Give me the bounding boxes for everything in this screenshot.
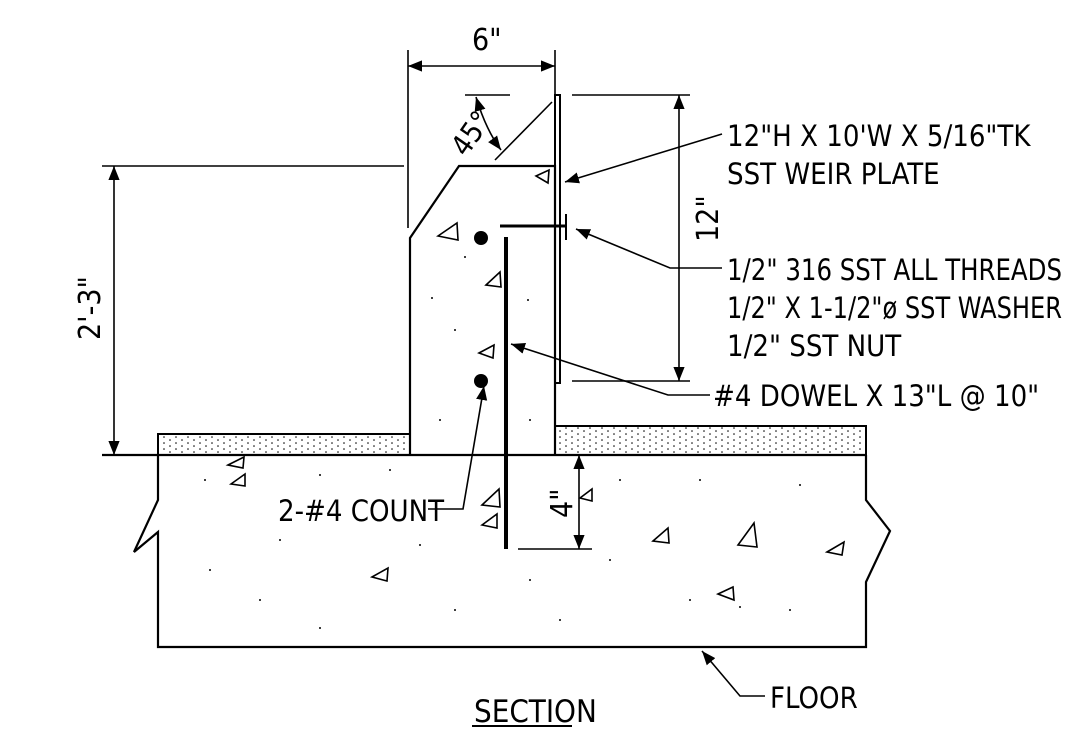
- concrete-wall: [408, 164, 557, 455]
- label-embed-depth: 4": [545, 488, 580, 518]
- callout-weir-plate-2: SST WEIR PLATE: [727, 157, 940, 191]
- section-title: SECTION: [474, 694, 597, 730]
- dimension-width-top: [407, 50, 556, 228]
- label-wall-height: 2'-3": [73, 276, 108, 340]
- label-chamfer-angle: 45°: [444, 105, 498, 162]
- callout-count: 2-#4 COUNT: [278, 494, 445, 528]
- all-thread-rod: [500, 214, 567, 240]
- callout-threads-1: 1/2" 316 SST ALL THREADS: [727, 253, 1062, 287]
- callout-dowel: #4 DOWEL X 13"L @ 10": [713, 379, 1039, 413]
- topping-right: [554, 425, 867, 456]
- callout-floor: FLOOR: [770, 681, 858, 715]
- chamfer-angle: [465, 94, 553, 161]
- aggregate-dots: [204, 256, 801, 629]
- aggregate-marks: [225, 168, 846, 602]
- callout-weir-plate-1: 12"H X 10'W X 5/16"TK: [727, 119, 1031, 153]
- weir-plate: [554, 94, 561, 384]
- label-plate-height: 12": [691, 195, 726, 242]
- topping-left: [157, 433, 411, 456]
- label-width-top: 6": [472, 23, 502, 58]
- callout-threads-3: 1/2" SST NUT: [727, 329, 902, 363]
- continuous-bars: [474, 231, 488, 388]
- dimension-wall-height: [102, 165, 404, 455]
- floor-slab: [102, 453, 892, 649]
- leader-lines: [428, 133, 765, 697]
- dimension-plate-height: [572, 94, 690, 382]
- callout-threads-2: 1/2" X 1-1/2"ø SST WASHER: [727, 291, 1062, 325]
- dimension-embed: [518, 455, 592, 550]
